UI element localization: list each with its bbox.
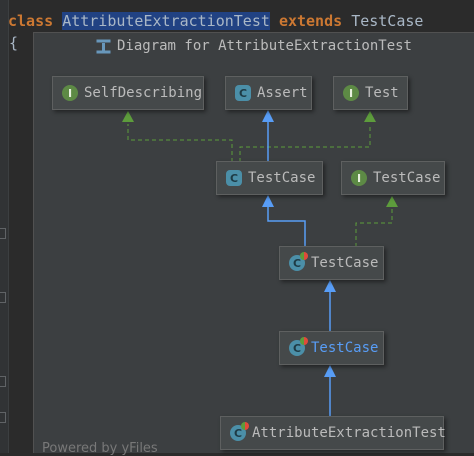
superclass-name[interactable]: TestCase [351, 12, 424, 30]
popup-header: Diagram for AttributeExtractionTest [34, 33, 474, 59]
powered-by-footer: Powered by yFiles [42, 441, 158, 456]
interface-icon: I [62, 85, 78, 101]
node-label: Assert [257, 85, 308, 101]
node-label: Test [365, 85, 399, 101]
node-label: SelfDescribing [84, 85, 203, 101]
interface-icon: I [343, 85, 359, 101]
node-label: TestCase [311, 255, 379, 271]
class-name-selection[interactable]: AttributeExtractionTest [62, 12, 270, 30]
node-label: TestCase [248, 170, 316, 186]
node-test-interface[interactable]: I Test [333, 76, 408, 110]
test-status-icon [241, 422, 249, 430]
class-icon: C [226, 170, 242, 186]
editor-gutter[interactable] [0, 0, 9, 453]
node-label: TestCase [373, 170, 441, 186]
test-status-icon [300, 252, 308, 260]
node-self-describing[interactable]: I SelfDescribing [52, 76, 204, 110]
class-icon: C [235, 85, 251, 101]
node-testcase-current[interactable]: C TestCase [279, 331, 384, 365]
diagram-icon [96, 39, 111, 54]
keyword-class: class [8, 12, 54, 30]
abstract-class-icon: C [230, 422, 249, 441]
abstract-class-icon: C [289, 252, 308, 271]
fold-marker[interactable] [0, 228, 6, 239]
node-testcase-abstract[interactable]: C TestCase [279, 246, 384, 280]
fold-marker[interactable] [0, 412, 6, 423]
opening-brace: { [9, 34, 19, 52]
node-testcase-interface[interactable]: I TestCase [341, 161, 445, 195]
interface-icon: I [351, 170, 367, 186]
node-attribute-extraction-test[interactable]: C AttributeExtractionTest [220, 416, 446, 450]
fold-marker[interactable] [0, 292, 6, 303]
code-line-class-declaration[interactable]: class AttributeExtractionTest extends Te… [8, 11, 423, 31]
keyword-extends: extends [278, 12, 343, 30]
abstract-class-icon: C [289, 337, 308, 356]
fold-marker[interactable] [0, 376, 6, 387]
node-label: TestCase [311, 340, 379, 356]
test-status-icon [300, 337, 308, 345]
popup-title: Diagram for AttributeExtractionTest [116, 38, 412, 54]
node-label: AttributeExtractionTest [252, 425, 446, 441]
node-assert[interactable]: C Assert [225, 76, 312, 110]
node-testcase-junit[interactable]: C TestCase [216, 161, 323, 195]
